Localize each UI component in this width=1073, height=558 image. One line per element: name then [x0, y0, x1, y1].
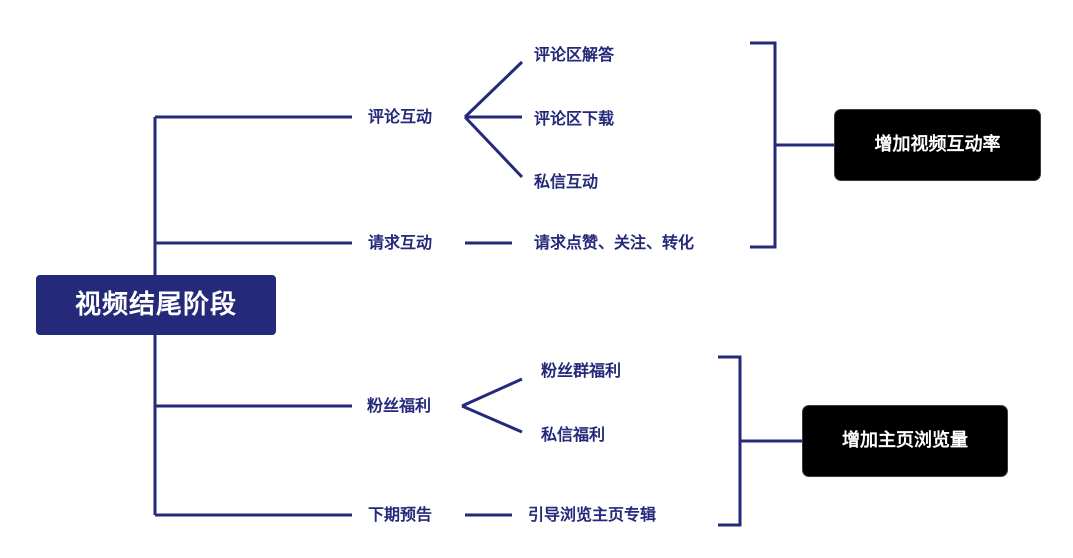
root-node: 视频结尾阶段	[36, 275, 276, 335]
fan-1-bottom	[463, 115, 524, 179]
root-node-label: 视频结尾阶段	[74, 290, 237, 320]
branch-next-preview: 下期预告	[368, 505, 433, 524]
fan-3-bottom	[461, 404, 523, 434]
leaf-request-like-follow: 请求点赞、关注、转化	[534, 233, 695, 252]
goal-video-interaction-rate: 增加视频互动率	[835, 110, 1040, 180]
fan-3-top	[461, 377, 523, 408]
branch-fan-benefits: 粉丝福利	[367, 396, 432, 415]
goal-homepage-views-label: 增加主页浏览量	[842, 430, 968, 451]
leaf-comment-answer: 评论区解答	[534, 45, 615, 64]
branch-comment-interaction: 评论互动	[368, 107, 433, 126]
leaf-fan-group-benefits: 粉丝群福利	[541, 361, 622, 380]
fan-1-top	[463, 60, 524, 119]
leaf-guide-homepage-album: 引导浏览主页专辑	[528, 505, 657, 524]
leaf-dm-interaction: 私信互动	[534, 172, 599, 191]
goal-homepage-views: 增加主页浏览量	[803, 406, 1007, 476]
leaf-comment-download: 评论区下载	[534, 109, 615, 128]
bracket-lower	[718, 355, 742, 527]
bracket-upper	[750, 41, 777, 249]
leaf-dm-benefits: 私信福利	[541, 425, 606, 444]
goal-video-interaction-rate-label: 增加视频互动率	[874, 134, 1001, 155]
branch-request-interaction: 请求互动	[368, 233, 433, 252]
